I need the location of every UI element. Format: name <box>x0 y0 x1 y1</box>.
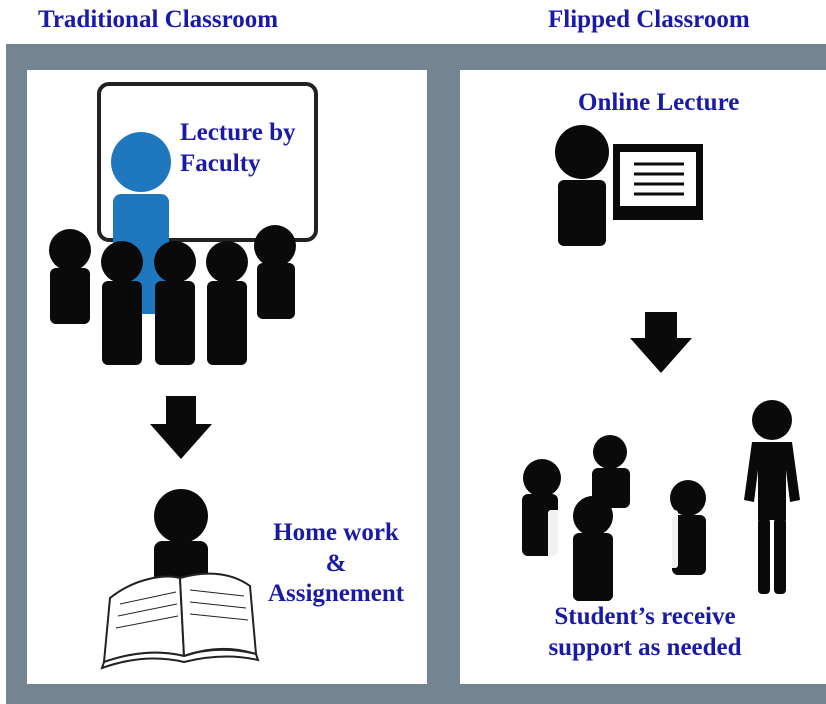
lecture-by-faculty-label: Lecture by Faculty <box>180 118 296 179</box>
support-label-line1: Student’s receive <box>554 603 736 630</box>
homework-label: Home work & Assignement <box>256 518 416 610</box>
support-label: Student’s receive support as needed <box>520 602 770 663</box>
standing-teacher-icon <box>744 400 800 594</box>
support-label-line2: support as needed <box>548 633 742 661</box>
homework-label-line3: Assignement <box>267 580 405 607</box>
down-arrow-icon <box>150 396 212 459</box>
online-student-icon <box>555 125 609 246</box>
lecture-label-line2: Faculty <box>180 149 261 177</box>
lecture-label-line1: Lecture by <box>180 119 296 146</box>
down-arrow-icon <box>630 312 692 373</box>
traditional-classroom-heading: Traditional Classroom <box>38 6 279 33</box>
flipped-classroom-heading: Flipped Classroom <box>548 6 750 33</box>
student-group-icon <box>573 496 613 601</box>
monitor-icon <box>613 144 703 220</box>
reading-student-icon <box>154 489 208 587</box>
students-group-icon <box>49 225 296 365</box>
homework-label-line2: & <box>325 549 347 577</box>
open-book-icon <box>100 572 260 670</box>
online-lecture-label: Online Lecture <box>578 89 740 116</box>
homework-label-line1: Home work <box>273 519 399 546</box>
